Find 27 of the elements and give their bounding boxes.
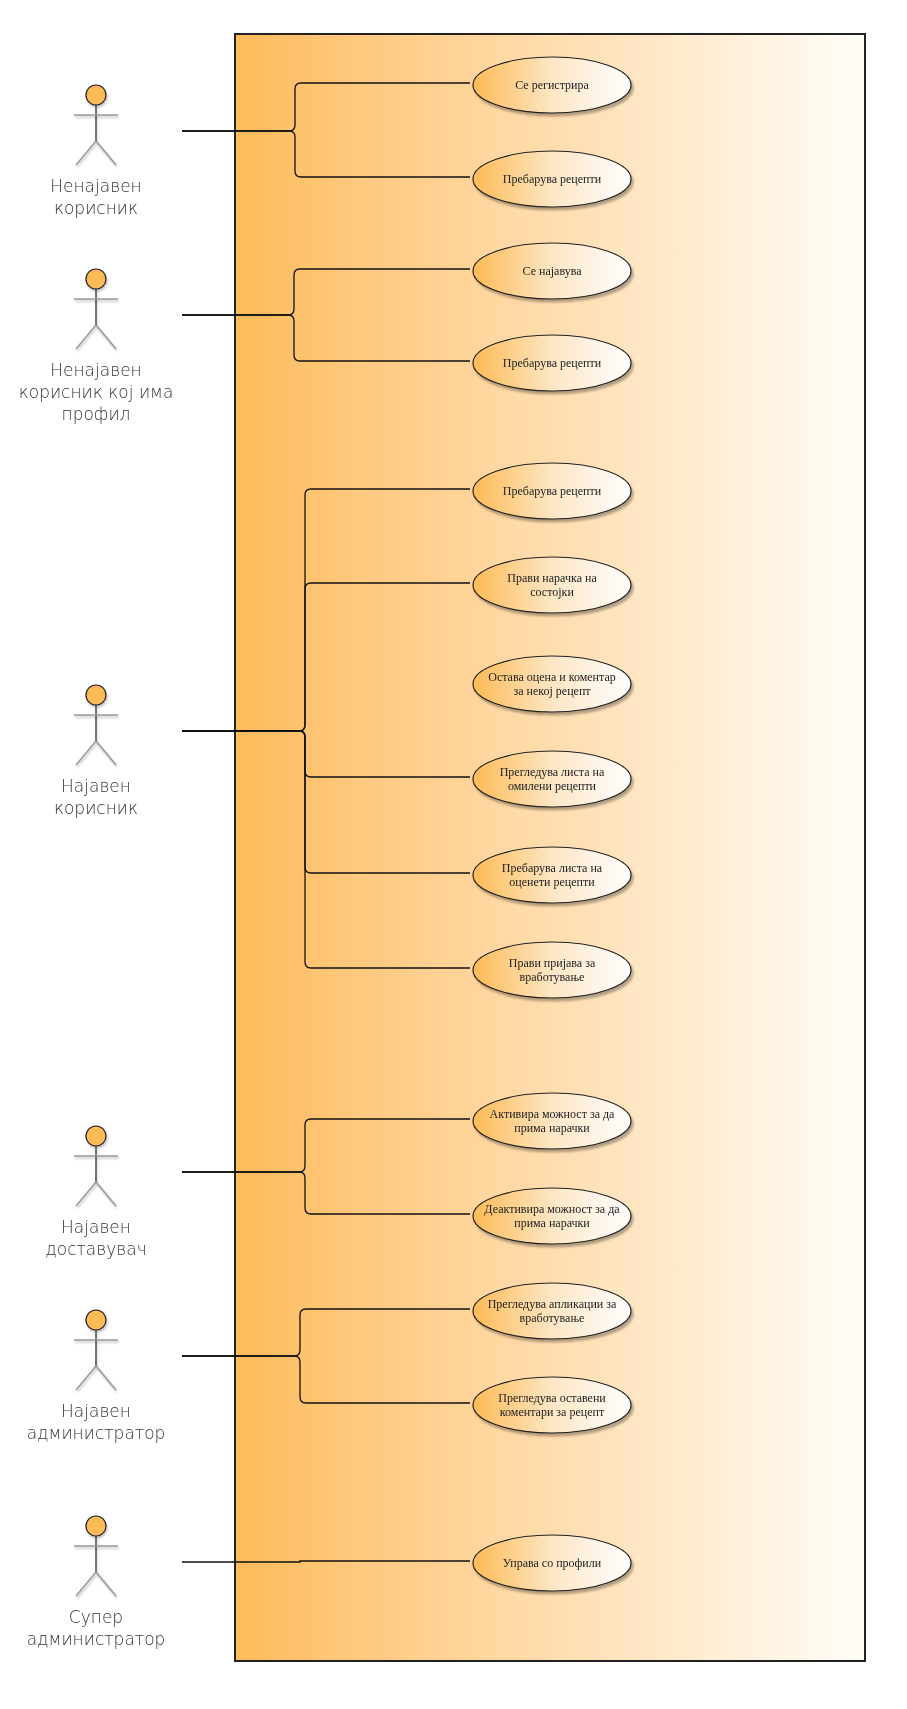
use-case-label: Управа со профили [501, 1556, 603, 1570]
use-case-label: Деактивира можност за да прима нарачки [483, 1202, 621, 1230]
actor-label: Ненајавен корисник кој има профил [18, 359, 174, 425]
use-case-label: Се регистрира [514, 78, 590, 92]
use-case-label: Прави пријава за вработување [507, 956, 597, 984]
system-boundary [234, 33, 866, 1662]
association-line [181, 314, 471, 362]
association-line [181, 1560, 471, 1563]
actor-label: Супер администратор [25, 1606, 167, 1650]
use-case-label: Се најавува [521, 264, 583, 278]
actor-label: Најавен корисник [52, 775, 140, 819]
actor-label: Најавен доставувач [44, 1216, 148, 1260]
association-line [181, 1355, 471, 1404]
use-case-label: Прегледува апликации за вработување [486, 1297, 618, 1325]
use-case-label: Прегледува оставени коментари за рецепт [497, 1391, 607, 1419]
actor-label: Ненајавен корисник [49, 175, 143, 219]
association-line [181, 130, 471, 178]
use-case-label: Пребарува рецепти [501, 484, 603, 498]
use-case-label: Пребарува рецепти [501, 172, 603, 186]
use-case-label: Прави нарачка на состојки [506, 571, 598, 599]
actor-label: Најавен администратор [25, 1400, 167, 1444]
association-line [181, 1171, 471, 1215]
use-case-label: Активира можност за да прима нарачки [488, 1107, 616, 1135]
use-case-label: Остава оцена и коментар за некој рецепт [487, 670, 617, 698]
use-case-label: Прегледува листа на омилени рецепти [498, 765, 606, 793]
use-case-label: Пребарува листа на оценети рецепти [500, 861, 604, 889]
use-case-label: Пребарува рецепти [501, 356, 603, 370]
